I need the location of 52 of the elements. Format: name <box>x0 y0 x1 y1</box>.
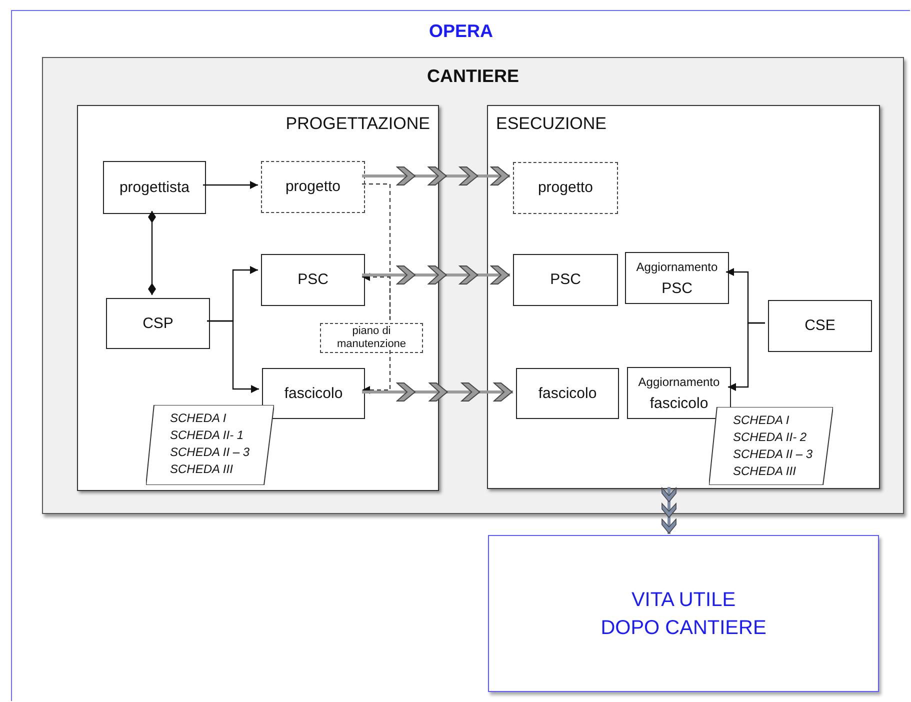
list-item: SCHEDA II- 1 <box>170 428 244 442</box>
site-panel <box>42 57 904 514</box>
process-box <box>627 367 731 419</box>
list-item: SCHEDA I <box>733 413 790 427</box>
list-item: SCHEDA II – 3 <box>170 445 250 459</box>
box-label: PSC <box>662 279 692 299</box>
process-box <box>625 252 729 304</box>
box-label: fascicolo <box>650 394 708 414</box>
box-label: Aggiornamento <box>636 259 718 276</box>
list-item: SCHEDA II- 2 <box>733 430 807 444</box>
phase-panel <box>487 105 880 489</box>
process-box <box>106 298 210 349</box>
box-label: fascicolo <box>538 384 597 404</box>
document-box <box>513 162 618 214</box>
process-box <box>768 300 872 352</box>
list-item: SCHEDA III <box>733 464 796 478</box>
connector <box>148 211 156 295</box>
heading: ESECUZIONE <box>496 114 607 134</box>
heading: CANTIERE <box>426 66 520 87</box>
document-list <box>709 407 833 485</box>
arrow <box>203 181 258 189</box>
region-frame <box>11 10 910 701</box>
box-label: Aggiornamento <box>638 374 720 391</box>
outcome-box <box>488 535 879 692</box>
box-label: PSC <box>298 270 328 290</box>
box-label: progettista <box>119 178 190 198</box>
box-label: progetto <box>285 177 341 197</box>
dashed-arrow <box>362 350 391 394</box>
process-box <box>261 254 365 306</box>
process-box <box>513 254 618 306</box>
dashed-arrow <box>362 273 391 320</box>
box-label: fascicolo <box>284 384 343 404</box>
process-box <box>103 161 206 214</box>
box-label: CSE <box>804 316 836 336</box>
document-list <box>146 405 274 485</box>
document-box <box>320 323 423 353</box>
phase-panel <box>77 105 439 491</box>
list-item: SCHEDA II – 3 <box>733 447 813 461</box>
arrow <box>207 320 259 393</box>
box-label: CSP <box>142 314 174 334</box>
arrow <box>728 322 765 391</box>
process-box <box>262 368 365 419</box>
heading: OPERA <box>428 21 494 42</box>
list-item: SCHEDA III <box>170 462 233 476</box>
box-label: PSC <box>550 270 581 290</box>
document-box <box>261 161 365 213</box>
box-label: piano di manutenzione <box>336 325 408 351</box>
box-label: VITA UTILE DOPO CANTIERE <box>600 588 768 640</box>
list-item: SCHEDA I <box>170 411 226 425</box>
heading: PROGETTAZIONE <box>286 114 430 134</box>
process-box <box>516 368 619 419</box>
box-label: progetto <box>538 178 594 198</box>
